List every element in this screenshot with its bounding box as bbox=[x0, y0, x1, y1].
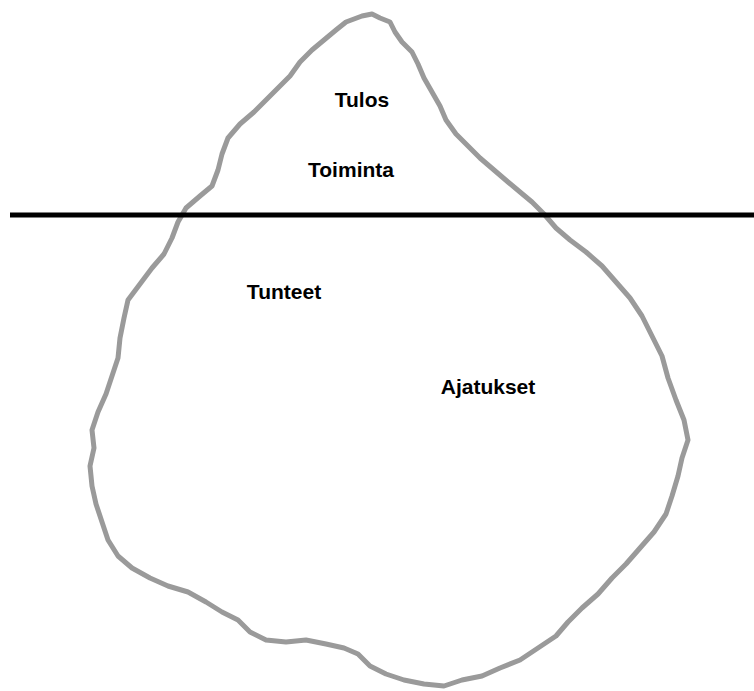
iceberg-outline bbox=[90, 14, 688, 686]
iceberg-label: Tunteet bbox=[247, 280, 321, 304]
iceberg-label: Toiminta bbox=[308, 158, 394, 182]
iceberg-label: Tulos bbox=[335, 88, 389, 112]
waterline bbox=[10, 213, 754, 218]
iceberg-label: Ajatukset bbox=[441, 375, 536, 399]
